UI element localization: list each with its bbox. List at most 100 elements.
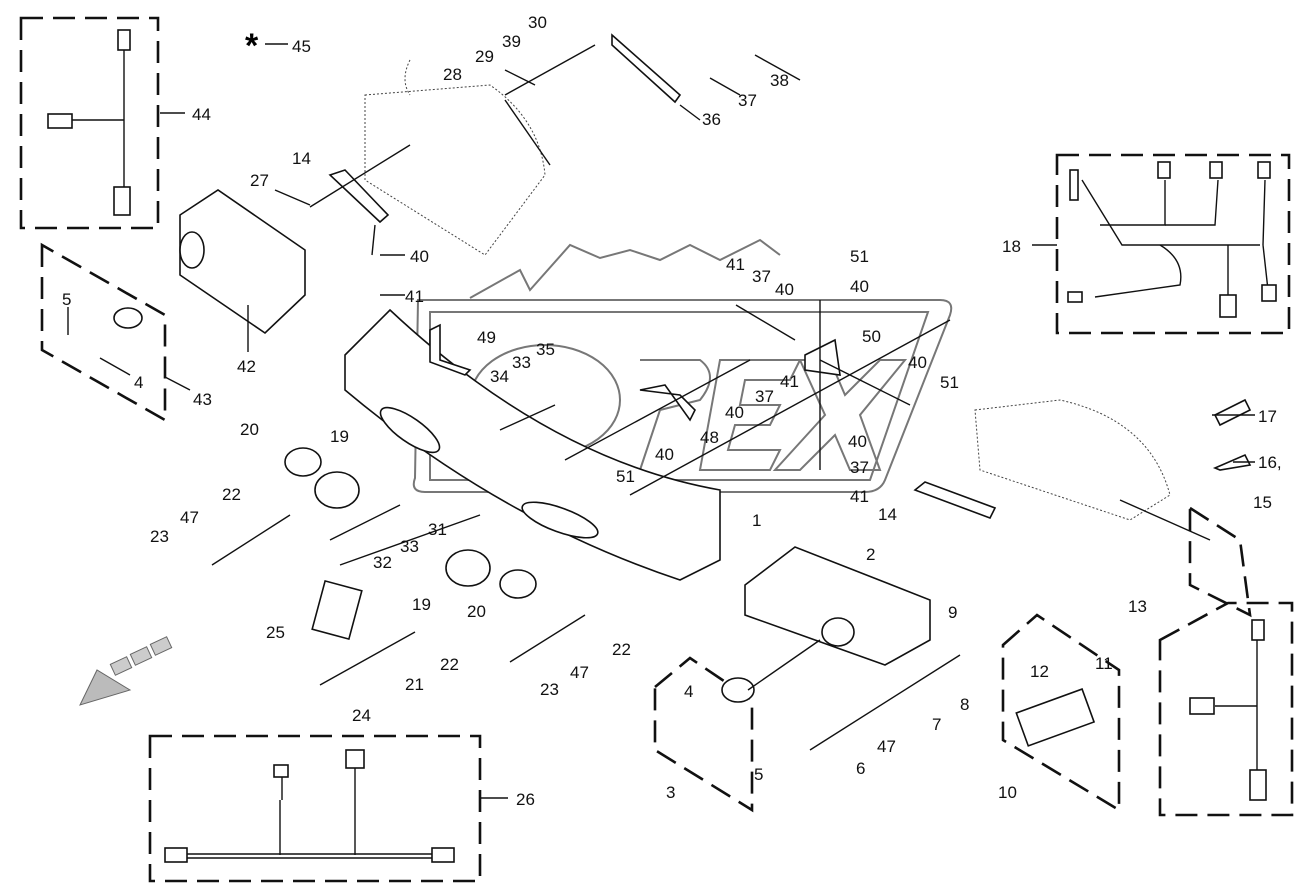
callout-25: 25 <box>266 623 285 642</box>
callout-23: 23 <box>150 527 169 546</box>
callout-1: 1 <box>752 511 761 530</box>
lamp-housing-2 <box>744 546 931 666</box>
lamp-lens-3 <box>721 677 755 703</box>
wiring-harness-44 <box>47 29 131 216</box>
asterisk-icon: * <box>245 27 259 65</box>
cab-roof-panel-top <box>364 59 546 256</box>
wedge-16 <box>1212 453 1252 471</box>
group-box-10 <box>1001 613 1121 813</box>
callout-14: 14 <box>292 149 311 168</box>
callout-16: 16, <box>1258 453 1282 472</box>
callout-38: 38 <box>770 71 789 90</box>
callout-40: 40 <box>655 445 674 464</box>
callout-19: 19 <box>330 427 349 446</box>
callout-12: 12 <box>1030 662 1049 681</box>
callout-39: 39 <box>502 32 521 51</box>
callout-41: 41 <box>405 287 424 306</box>
callout-37: 37 <box>850 458 869 477</box>
callout-40: 40 <box>908 353 927 372</box>
callout-42: 42 <box>237 357 256 376</box>
callout-10: 10 <box>998 783 1017 802</box>
callout-23: 23 <box>540 680 559 699</box>
lamp-lens-43 <box>113 307 143 329</box>
callout-7: 7 <box>932 715 941 734</box>
callout-20: 20 <box>240 420 259 439</box>
callout-6: 6 <box>856 759 865 778</box>
callout-14: 14 <box>878 505 897 524</box>
callout-29: 29 <box>475 47 494 66</box>
callout-48: 48 <box>700 428 719 447</box>
callout-37: 37 <box>755 387 774 406</box>
plate-36 <box>611 33 682 104</box>
callout-47: 47 <box>180 508 199 527</box>
callout-45: 45 <box>292 37 311 56</box>
callout-41: 41 <box>850 487 869 506</box>
lamp-20-left <box>284 447 322 477</box>
callout-41: 41 <box>726 255 745 274</box>
lamp-19-lower <box>445 549 491 587</box>
callout-26: 26 <box>516 790 535 809</box>
wiring-harness-18 <box>1067 161 1277 318</box>
bracket-50 <box>804 338 841 376</box>
callout-51: 51 <box>616 467 635 486</box>
callout-20: 20 <box>467 602 486 621</box>
callout-37: 37 <box>752 267 771 286</box>
callout-43: 43 <box>193 390 212 409</box>
front-light-bar-1 <box>344 308 721 581</box>
callout-35: 35 <box>536 340 555 359</box>
group-box-26 <box>148 734 482 883</box>
callout-50: 50 <box>862 327 881 346</box>
callout-13: 13 <box>1128 597 1147 616</box>
callout-22: 22 <box>222 485 241 504</box>
callout-4: 4 <box>684 682 693 701</box>
fuse-block-10 <box>1015 688 1096 747</box>
callout-41: 41 <box>780 372 799 391</box>
wiring-harness-13 <box>1189 619 1267 801</box>
wedge-17 <box>1213 398 1252 427</box>
work-lamp-25 <box>311 579 363 641</box>
bracket-14-right <box>913 481 997 520</box>
callout-4: 4 <box>134 373 143 392</box>
callout-5: 5 <box>754 765 763 784</box>
group-box-18 <box>1055 153 1291 335</box>
callout-9: 9 <box>948 603 957 622</box>
wiring-harness-26 <box>164 749 455 863</box>
callout-17: 17 <box>1258 407 1277 426</box>
callout-40: 40 <box>848 432 867 451</box>
callout-51: 51 <box>850 247 869 266</box>
callout-47: 47 <box>877 737 896 756</box>
callout-33: 33 <box>512 353 531 372</box>
bracket-49 <box>429 323 472 376</box>
callout-51: 51 <box>940 373 959 392</box>
callout-24: 24 <box>352 706 371 725</box>
callout-49: 49 <box>477 328 496 347</box>
group-box-44 <box>19 16 160 230</box>
callout-18: 18 <box>1002 237 1021 256</box>
group-box-3 <box>653 656 754 813</box>
direction-arrow-icon <box>79 636 173 706</box>
callout-31: 31 <box>428 520 447 539</box>
leader-lines <box>67 44 1255 799</box>
callout-30: 30 <box>528 13 547 32</box>
callout-40: 40 <box>850 277 869 296</box>
group-box-15 <box>1188 505 1252 618</box>
callout-11: 11 <box>1095 654 1113 673</box>
callout-3: 3 <box>666 783 675 802</box>
bracket-14-top <box>328 169 390 224</box>
callout-27: 27 <box>250 171 269 190</box>
callout-5: 5 <box>62 290 71 309</box>
callout-47: 47 <box>570 663 589 682</box>
callout-19: 19 <box>412 595 431 614</box>
group-box-43 <box>40 242 167 423</box>
callout-2: 2 <box>866 545 875 564</box>
callout-36: 36 <box>702 110 721 129</box>
lamp-housing-42 <box>179 189 306 335</box>
bracket-48 <box>639 384 696 422</box>
lamp-19-left <box>314 471 360 509</box>
callout-44: 44 <box>192 105 211 124</box>
callout-21: 21 <box>405 675 424 694</box>
callout-33: 33 <box>400 537 419 556</box>
lamp-20-lower <box>499 569 537 599</box>
callout-40: 40 <box>725 403 744 422</box>
